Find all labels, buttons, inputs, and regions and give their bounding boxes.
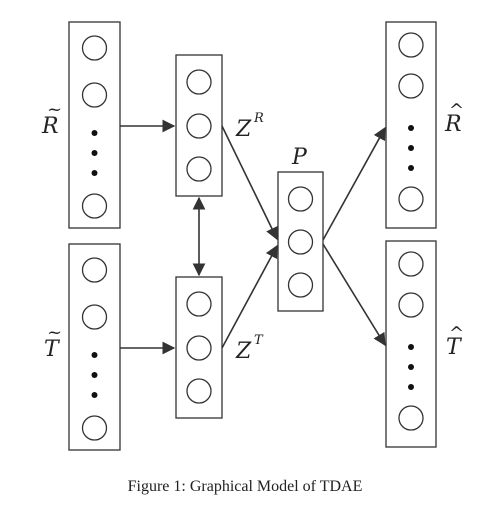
neuron <box>398 32 424 58</box>
label-z-r: Z R <box>235 111 264 142</box>
label-z-r-base: Z <box>235 117 252 142</box>
label-z-t-base: Z <box>235 339 252 364</box>
edge-p-to-r-hat <box>322 126 386 241</box>
layer-r-tilde <box>68 21 121 229</box>
layer-t-hat <box>385 240 437 448</box>
label-p: P <box>291 145 308 170</box>
label-z-t: Z T <box>235 333 264 364</box>
ellipsis-dot <box>408 384 414 390</box>
label-r-hat-base: R <box>444 112 462 137</box>
neuron <box>398 292 424 318</box>
neuron <box>398 73 424 99</box>
edge-p-to-t-hat <box>322 243 386 347</box>
neuron <box>186 113 212 139</box>
label-t-tilde: T ~ <box>44 322 62 362</box>
label-t-tilde-accent: ~ <box>47 322 62 343</box>
ellipsis-dot <box>91 130 98 136</box>
layer-r-hat <box>385 21 437 229</box>
neuron <box>398 251 424 277</box>
ellipsis-dot <box>91 150 98 156</box>
label-t-hat: T ^ <box>446 323 464 360</box>
label-t-hat-accent: ^ <box>449 323 464 344</box>
neuron <box>186 156 212 182</box>
figure-caption: Figure 1: Graphical Model of TDAE <box>127 478 363 495</box>
label-t-hat-base: T <box>446 335 463 360</box>
neuron <box>81 415 108 441</box>
neuron <box>186 378 212 404</box>
label-r-tilde: R ~ <box>41 99 62 139</box>
layer-t-tilde <box>68 243 121 451</box>
ellipsis-dot <box>408 165 414 171</box>
edge-z-r-to-p <box>221 125 278 241</box>
ellipsis-dot <box>91 352 98 358</box>
ellipsis-dot <box>408 125 414 131</box>
ellipsis-dot <box>91 392 98 398</box>
neuron <box>81 304 108 330</box>
ellipsis-dot <box>408 344 414 350</box>
neuron <box>186 335 212 361</box>
layer-z-r <box>175 54 223 197</box>
neuron <box>287 186 314 212</box>
ellipsis-dot <box>408 145 414 151</box>
label-z-t-sup: T <box>254 333 264 348</box>
label-t-tilde-base: T <box>44 337 61 362</box>
label-r-hat-accent: ^ <box>449 100 464 121</box>
neuron <box>186 69 212 95</box>
neuron <box>81 257 108 283</box>
layer-p <box>277 171 324 312</box>
edge-z-t-to-p <box>221 244 278 349</box>
ellipsis-dot <box>91 372 98 378</box>
label-z-r-sup: R <box>253 111 264 126</box>
label-r-hat: R ^ <box>444 100 464 137</box>
layer-z-t <box>175 276 223 419</box>
neuron <box>287 229 314 255</box>
neuron <box>81 193 108 219</box>
neuron <box>287 272 314 298</box>
neuron <box>398 186 424 212</box>
label-r-tilde-base: R <box>41 114 59 139</box>
neuron <box>81 82 108 108</box>
neuron <box>398 405 424 431</box>
ellipsis-dot <box>408 364 414 370</box>
ellipsis-dot <box>91 170 98 176</box>
label-r-tilde-accent: ~ <box>47 99 62 120</box>
neuron <box>186 291 212 317</box>
neuron <box>81 35 108 61</box>
